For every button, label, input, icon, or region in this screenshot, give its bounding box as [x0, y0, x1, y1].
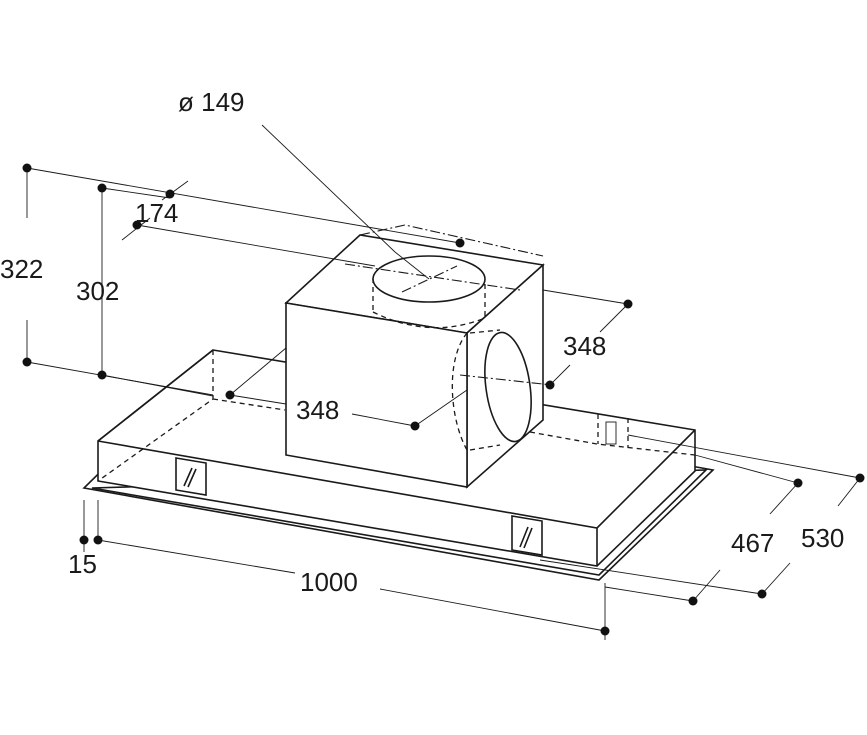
- front-clip-left: [175, 457, 207, 496]
- label-motor-depth-348: 348: [563, 331, 606, 361]
- dim-height-302: [97, 183, 214, 397]
- label-motor-width-348: 348: [296, 395, 339, 425]
- label-depth-530: 530: [801, 523, 844, 553]
- label-offset-174: 174: [135, 198, 178, 228]
- dim-motor-depth-348: [542, 289, 633, 390]
- label-width-1000: 1000: [300, 567, 358, 597]
- label-depth-467: 467: [731, 528, 774, 558]
- side-duct-outlet: [451, 329, 553, 451]
- dim-depth-530: [539, 434, 865, 599]
- label-frame-15: 15: [68, 549, 97, 579]
- dim-diameter-149: [261, 124, 430, 280]
- dim-motor-width-348: [225, 347, 468, 431]
- dim-offset-174: [121, 180, 376, 267]
- label-height-302: 302: [76, 276, 119, 306]
- dim-width-1000: [97, 539, 610, 640]
- front-clip-right: [511, 515, 543, 556]
- dim-frame-15: [79, 500, 103, 552]
- label-height-322: 322: [0, 254, 43, 284]
- label-duct-diameter: ø 149: [178, 87, 245, 117]
